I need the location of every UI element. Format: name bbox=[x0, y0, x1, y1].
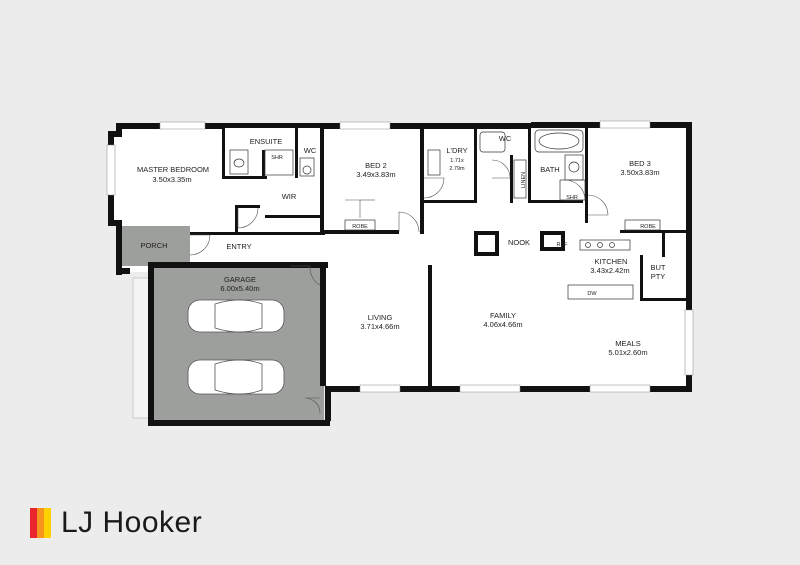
bed3-size: 3.50x3.83m bbox=[620, 168, 659, 177]
bed3-label: BED 3 bbox=[629, 159, 651, 168]
car-icon bbox=[187, 299, 285, 395]
laundry-label: L'DRY bbox=[446, 146, 467, 155]
logo-bar-orange bbox=[37, 508, 44, 538]
bath-label: BATH bbox=[540, 165, 559, 174]
kitchen-size: 3.43x2.42m bbox=[590, 266, 629, 275]
bed2-size: 3.49x3.83m bbox=[356, 170, 395, 179]
garage-label: GARAGE bbox=[224, 275, 256, 284]
wir-label: WIR bbox=[282, 192, 297, 201]
kitchen-label: KITCHEN bbox=[595, 257, 628, 266]
doors bbox=[189, 159, 609, 414]
laundry-size-line1: 1.71x bbox=[450, 158, 464, 164]
dishwasher-label: DW bbox=[587, 291, 597, 297]
interior-walls bbox=[190, 128, 686, 386]
laundry-size-line2: 2.79m bbox=[449, 166, 465, 172]
linen-label: LINEN bbox=[521, 172, 527, 188]
master-bedroom-size: 3.50x3.35m bbox=[152, 175, 191, 184]
ensuite-label: ENSUITE bbox=[250, 137, 283, 146]
nook-label: NOOK bbox=[508, 238, 530, 247]
ensuite-shower-label: SHR bbox=[271, 155, 283, 161]
living-size: 3.71x4.66m bbox=[360, 322, 399, 331]
house-floor bbox=[108, 123, 692, 421]
bed2-robe-label: ROBE bbox=[352, 224, 368, 230]
family-size: 4.06x4.66m bbox=[483, 320, 522, 329]
master-bedroom-label: MASTER BEDROOM bbox=[137, 165, 209, 174]
logo-bar-red bbox=[30, 508, 37, 538]
room-labels: MASTER BEDROOM 3.50x3.35m ENSUITE SHR WC… bbox=[137, 134, 666, 357]
living-label: LIVING bbox=[368, 313, 393, 322]
windows bbox=[106, 120, 694, 393]
bath-shower-label: SHR bbox=[566, 195, 578, 201]
logo-bar-yellow bbox=[44, 508, 51, 538]
fixtures bbox=[229, 129, 661, 300]
garage-size: 6.00x5.40m bbox=[220, 284, 259, 293]
family-label: FAMILY bbox=[490, 311, 516, 320]
porch-label: PORCH bbox=[140, 241, 167, 250]
butler-pantry-label-line2: PTY bbox=[651, 272, 666, 281]
butler-pantry-label-line1: BUT bbox=[651, 263, 666, 272]
ref-label: REF bbox=[557, 242, 569, 248]
bed2-label: BED 2 bbox=[365, 161, 387, 170]
logo-text: LJ Hooker bbox=[61, 506, 203, 539]
porch-floor bbox=[120, 226, 190, 266]
garage-floor bbox=[152, 266, 324, 421]
logo-color-bars bbox=[30, 508, 51, 538]
lj-hooker-logo: LJ Hooker bbox=[30, 506, 202, 540]
ensuite-wc-label: WC bbox=[304, 146, 317, 155]
wc-label: WC bbox=[499, 134, 512, 143]
meals-label: MEALS bbox=[615, 339, 640, 348]
bed3-robe-label: ROBE bbox=[640, 224, 656, 230]
meals-size: 5.01x2.60m bbox=[608, 348, 647, 357]
entry-label: ENTRY bbox=[226, 242, 251, 251]
